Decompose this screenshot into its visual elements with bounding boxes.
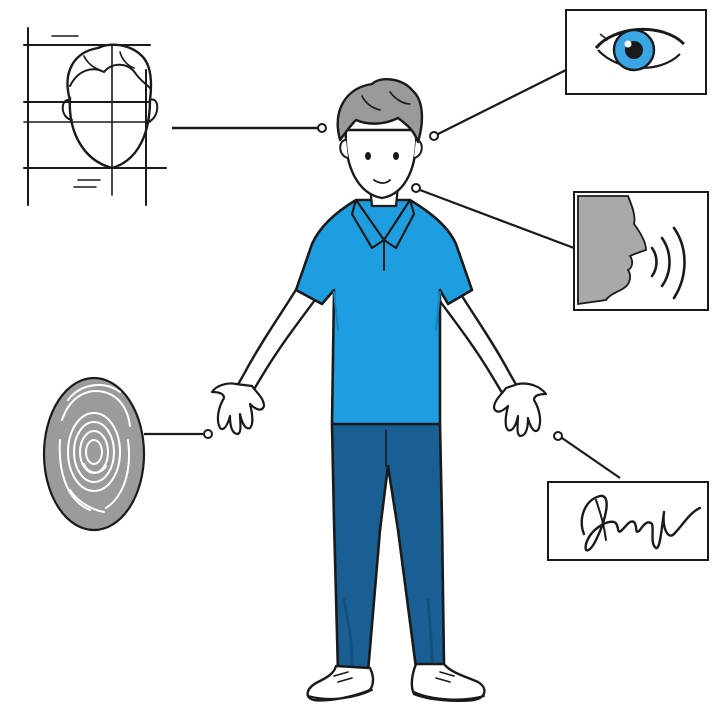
eye-connector	[430, 70, 566, 140]
left-arm	[212, 280, 318, 434]
left-shoe	[308, 666, 373, 700]
right-shoe	[412, 664, 485, 701]
voice-profile-icon	[574, 192, 708, 310]
eye-icon	[566, 10, 706, 94]
signature-icon	[548, 482, 708, 560]
right-arm	[436, 280, 546, 436]
person-figure	[212, 79, 546, 701]
fingerprint-connector	[144, 430, 212, 438]
jeans	[332, 424, 444, 672]
head	[338, 79, 422, 198]
fingerprint-icon	[44, 378, 144, 530]
face-connector	[172, 124, 326, 132]
polo-shirt	[296, 200, 472, 424]
signature-connector	[554, 432, 620, 478]
face-grid-icon	[24, 28, 166, 205]
